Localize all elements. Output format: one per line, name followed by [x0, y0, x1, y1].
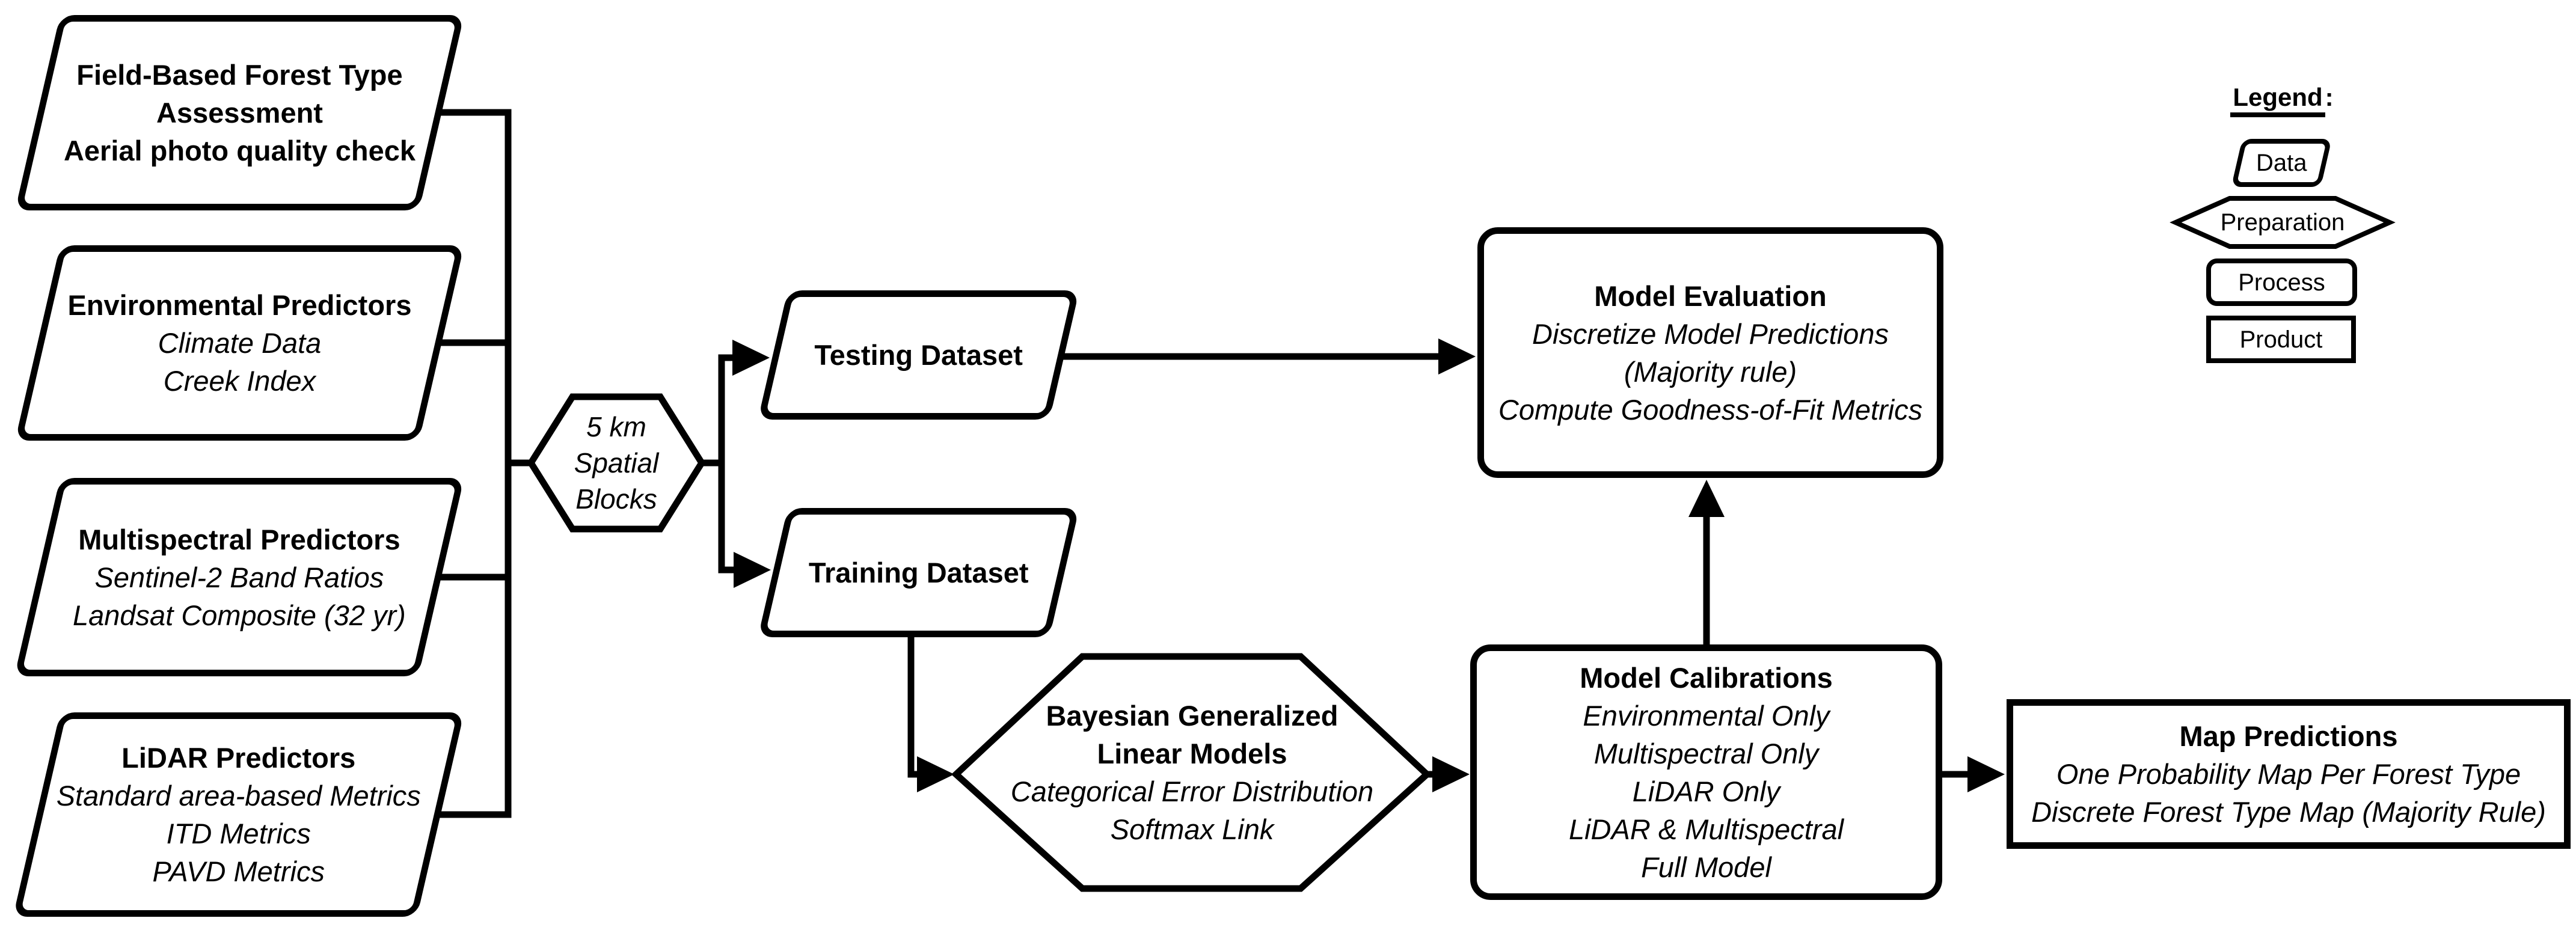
node-bayesian-glm-shape	[951, 653, 1432, 892]
legend-heading: Legend:	[2162, 83, 2402, 117]
node-calibrations-sub4: LiDAR & Multispectral	[1568, 813, 1844, 845]
node-model-calibrations: Model Calibrations Environmental Only Mu…	[1470, 644, 1942, 900]
node-map-sub1: One Probability Map Per Forest Type	[2056, 758, 2521, 790]
node-calibrations-title: Model Calibrations	[1580, 661, 1833, 694]
node-multispectral-title: Multispectral Predictors	[78, 523, 400, 555]
legend-product-label: Product	[2239, 326, 2323, 353]
legend-heading-colon: :	[2325, 83, 2334, 111]
node-multispectral-predictors: Multispectral Predictors Sentinel-2 Band…	[14, 478, 465, 676]
node-bayesian-sub1: Categorical Error Distribution	[1010, 776, 1374, 807]
node-field-assessment-title: Field-Based Forest Type Assessment	[76, 59, 403, 129]
node-environmental-sub1: Climate Data	[158, 327, 322, 359]
node-evaluation-title: Model Evaluation	[1594, 280, 1827, 312]
node-map-title: Map Predictions	[2179, 720, 2398, 752]
legend-item-process: Process	[2206, 259, 2357, 306]
arrowhead-into-map	[1967, 756, 2005, 792]
legend-item-product: Product	[2206, 316, 2356, 363]
node-bayesian-title: Bayesian Generalized Linear Models	[1046, 700, 1339, 769]
node-lidar-sub3: PAVD Metrics	[152, 855, 325, 887]
node-calibrations-sub5: Full Model	[1641, 851, 1771, 883]
arrowhead-into-testing	[732, 340, 770, 376]
node-calibrations-sub2: Multispectral Only	[1593, 737, 1819, 769]
node-lidar-title: LiDAR Predictors	[121, 742, 356, 774]
arrowhead-into-evaluation-bottom	[1688, 480, 1725, 517]
node-field-assessment-sub1: Aerial photo quality check	[63, 135, 416, 167]
arrowhead-into-bayesian	[917, 756, 954, 792]
node-map-sub2: Discrete Forest Type Map (Majority Rule)	[2031, 796, 2546, 828]
legend-process-label: Process	[2238, 269, 2325, 296]
node-lidar-sub1: Standard area-based Metrics	[56, 780, 421, 812]
node-spatial-blocks-line2: Spatial	[574, 447, 659, 479]
node-lidar-predictors: LiDAR Predictors Standard area-based Met…	[13, 712, 464, 917]
node-multispectral-sub2: Landsat Composite (32 yr)	[73, 599, 406, 631]
node-spatial-blocks-shape	[527, 393, 706, 533]
node-multispectral-sub1: Sentinel-2 Band Ratios	[94, 561, 384, 593]
node-spatial-blocks: 5 km Spatial Blocks	[541, 397, 692, 529]
legend-item-data: Data	[2231, 139, 2332, 187]
node-environmental-title: Environmental Predictors	[67, 289, 412, 321]
node-testing-title: Testing Dataset	[814, 339, 1023, 371]
node-bayesian-sub2: Softmax Link	[1110, 813, 1274, 845]
legend-heading-text: Legend	[2230, 83, 2325, 117]
node-training-title: Training Dataset	[808, 557, 1029, 589]
node-lidar-sub2: ITD Metrics	[166, 818, 311, 849]
edge-collector	[432, 109, 512, 818]
node-map-predictions: Map Predictions One Probability Map Per …	[2007, 699, 2571, 849]
legend-item-preparation: Preparation	[2176, 198, 2390, 246]
node-spatial-blocks-line1: 5 km	[586, 411, 646, 442]
arrowhead-into-evaluation-left	[1438, 338, 1476, 375]
arrowhead-into-calibrations	[1432, 756, 1470, 792]
edge-training-to-bayesian	[907, 630, 918, 778]
node-evaluation-sub3: Compute Goodness-of-Fit Metrics	[1498, 393, 1923, 426]
node-bayesian-glm: Bayesian Generalized Linear Models Categ…	[974, 656, 1410, 889]
node-testing-dataset: Testing Dataset	[758, 290, 1079, 420]
node-environmental-predictors: Environmental Predictors Climate Data Cr…	[14, 245, 465, 441]
node-evaluation-sub1: Discretize Model Predictions	[1532, 317, 1889, 350]
node-training-dataset: Training Dataset	[758, 508, 1079, 637]
legend-preparation-label: Preparation	[2220, 209, 2345, 236]
node-environmental-sub2: Creek Index	[163, 365, 316, 397]
edge-splitter	[718, 354, 735, 574]
node-calibrations-sub1: Environmental Only	[1583, 699, 1830, 732]
node-evaluation-sub2: (Majority rule)	[1624, 355, 1797, 388]
node-field-assessment: Field-Based Forest Type Assessment Aeria…	[14, 15, 465, 210]
node-spatial-blocks-line3: Blocks	[575, 483, 657, 515]
node-model-evaluation: Model Evaluation Discretize Model Predic…	[1477, 227, 1943, 478]
node-calibrations-sub3: LiDAR Only	[1632, 775, 1780, 807]
legend-data-label: Data	[2256, 150, 2307, 176]
arrowhead-into-training	[734, 552, 771, 588]
legend-preparation-shape	[2170, 196, 2396, 249]
